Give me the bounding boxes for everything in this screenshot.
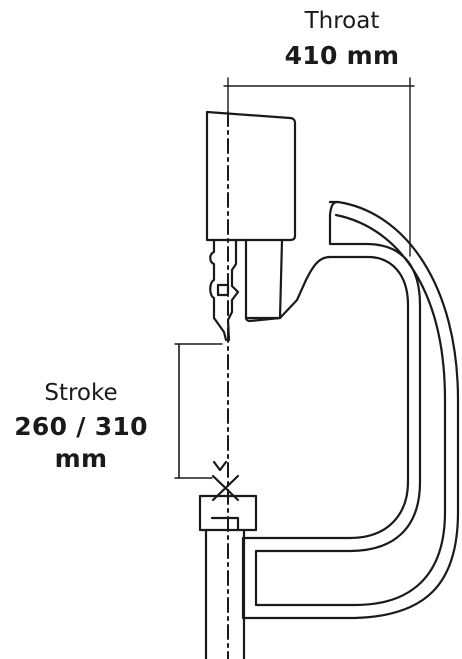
- lower-tool-base: [198, 494, 258, 532]
- throat-label: Throat: [304, 8, 380, 34]
- c-frame-outer: [241, 200, 460, 620]
- lower-tool-top: [212, 460, 228, 472]
- punch-clamp: [216, 283, 230, 297]
- throat-value: 410 mm: [284, 41, 400, 70]
- c-frame-inner: [254, 200, 447, 607]
- punch-holder: [209, 238, 240, 342]
- stroke-value: 260 / 310: [14, 412, 148, 441]
- upper-head: [205, 110, 297, 242]
- stroke-label: Stroke: [44, 380, 118, 406]
- stroke-unit: mm: [54, 444, 108, 473]
- lower-column: [204, 528, 246, 659]
- head-lower-block: [244, 238, 284, 323]
